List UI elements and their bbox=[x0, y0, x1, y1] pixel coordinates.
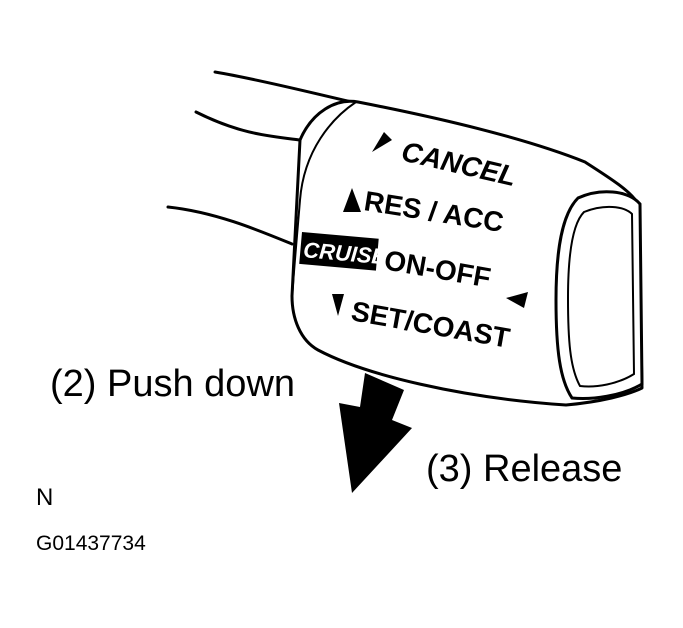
switch-face-edge bbox=[291, 101, 357, 301]
push-down-arrow-icon bbox=[339, 373, 412, 493]
set-coast-down-arrow-icon bbox=[332, 294, 344, 316]
figure-id: G01437734 bbox=[36, 532, 146, 555]
lever-stalk bbox=[166, 70, 354, 246]
push-down-callout: (2) Push down bbox=[50, 363, 295, 405]
res-acc-up-arrow-icon bbox=[343, 188, 361, 212]
switch-head bbox=[290, 99, 644, 407]
orientation-mark: N bbox=[36, 484, 53, 511]
cruise-badge: CRUISE bbox=[299, 232, 389, 271]
on-off-pull-arrow-icon bbox=[506, 292, 528, 308]
cancel-arrow-icon bbox=[372, 132, 392, 152]
end-cap bbox=[554, 190, 644, 400]
release-callout: (3) Release bbox=[426, 448, 622, 490]
